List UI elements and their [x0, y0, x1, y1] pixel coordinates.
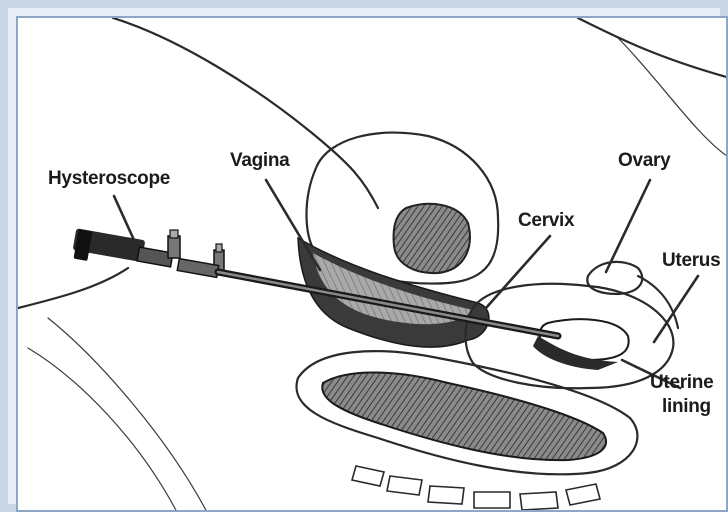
label-cervix: Cervix [518, 210, 575, 231]
anatomy-illustration: Hysteroscope Vagina Cervix Ovary Uterus … [18, 18, 728, 512]
leader-vagina [266, 180, 320, 270]
bladder-cavity [394, 204, 470, 273]
thigh-shading [28, 348, 178, 512]
label-vagina: Vagina [230, 150, 290, 171]
leader-uterus [654, 276, 698, 342]
label-uterine-lining-line2: lining [662, 396, 711, 417]
leader-ovary [606, 180, 650, 272]
spine [352, 466, 600, 510]
bowel-lumen [322, 372, 606, 460]
label-hysteroscope: Hysteroscope [48, 168, 170, 189]
illustration-panel: Hysteroscope Vagina Cervix Ovary Uterus … [16, 16, 728, 512]
back-outline [578, 18, 728, 78]
label-uterine-lining-line1: Uterine [650, 372, 713, 393]
label-uterus: Uterus [662, 250, 720, 271]
thigh-outline [18, 268, 128, 308]
leader-hysteroscope [114, 196, 134, 240]
ovary [587, 262, 642, 294]
label-ovary: Ovary [618, 150, 671, 171]
